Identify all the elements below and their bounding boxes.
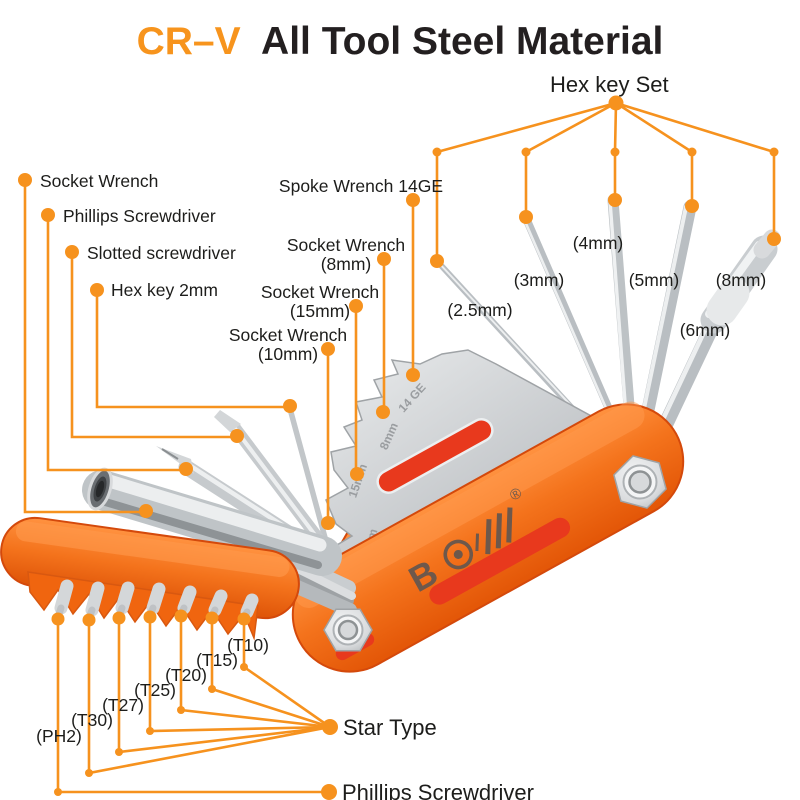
label-hex-2-5mm: (2.5mm) — [447, 300, 512, 320]
logo-letter-o — [443, 539, 474, 570]
title-rest: All Tool Steel Material — [261, 20, 663, 63]
logo-small-slashes — [475, 533, 480, 552]
title-brand: CR–V — [137, 20, 241, 63]
plate-slot — [376, 418, 494, 494]
label-bit-t15: (T15) — [196, 650, 238, 670]
label-socket8-line1: Socket Wrench — [287, 235, 405, 255]
label-socket10-line2: (10mm) — [258, 344, 318, 364]
page-title: CR–V All Tool Steel Material — [137, 20, 664, 63]
logo-letter-y-slashes — [485, 507, 513, 555]
label-hex-4mm: (4mm) — [573, 233, 624, 253]
hex-key-2mm-tool — [286, 402, 330, 548]
hex-set-title: Hex key Set — [550, 72, 669, 97]
label-socket10-line1: Socket Wrench — [229, 325, 347, 345]
leader-socket-wrench — [23, 180, 146, 514]
leader-phillips — [46, 215, 186, 472]
label-star-type: Star Type — [343, 715, 437, 740]
rivet-right — [613, 455, 667, 509]
bit-t30 — [85, 581, 105, 622]
label-bit-t30: (T30) — [71, 710, 113, 730]
label-slotted: Slotted screwdriver — [87, 243, 236, 263]
label-bit-t25: (T25) — [134, 680, 176, 700]
hex-set-fan — [436, 101, 775, 154]
slotted-tip — [214, 410, 241, 432]
labels: Hex key Set Socket Wrench Phillips Screw… — [36, 72, 766, 800]
label-socket-wrench: Socket Wrench — [40, 171, 158, 191]
barrel-highlight — [99, 473, 327, 552]
socket-adapter-collar — [706, 277, 750, 326]
leader-ph2 — [56, 619, 329, 794]
slotted-highlight — [231, 424, 323, 545]
leader-slotted — [70, 252, 237, 439]
label-spoke-wrench: Spoke Wrench 14GE — [279, 176, 443, 196]
phillips-tip-groove — [161, 448, 179, 460]
leader-lines — [18, 95, 781, 800]
brand-logo: B ® — [402, 484, 525, 600]
label-hex-8mm: (8mm) — [716, 270, 767, 290]
rivet-left — [323, 608, 373, 652]
bit-ph2 — [54, 579, 74, 621]
label-socket15-line2: (15mm) — [290, 301, 350, 321]
socket-wrench-barrel — [82, 470, 342, 576]
label-bit-t10: (T10) — [227, 635, 269, 655]
label-bit-t20: (T20) — [165, 665, 207, 685]
label-hex-6mm: (6mm) — [680, 320, 731, 340]
label-hex2mm: Hex key 2mm — [111, 280, 218, 300]
body-slot-lower — [429, 517, 571, 605]
label-socket8-line2: (8mm) — [321, 254, 372, 274]
label-phillips-bottom: Phillips Screwdriver — [342, 780, 534, 800]
tool-body: B ® — [291, 401, 685, 673]
logo-letter-o-dot — [453, 549, 463, 559]
leader-hex2mm — [95, 290, 290, 409]
label-bit-ph2: (PH2) — [36, 726, 82, 746]
label-phillips: Phillips Screwdriver — [63, 206, 216, 226]
label-hex-5mm: (5mm) — [629, 270, 680, 290]
tool-photo: 14 GE 8mm 15mm 10mm B — [0, 194, 781, 673]
label-bit-t27: (T27) — [102, 695, 144, 715]
label-socket15-line1: Socket Wrench — [261, 282, 379, 302]
label-hex-3mm: (3mm) — [514, 270, 565, 290]
hex-set-drops — [435, 152, 776, 261]
